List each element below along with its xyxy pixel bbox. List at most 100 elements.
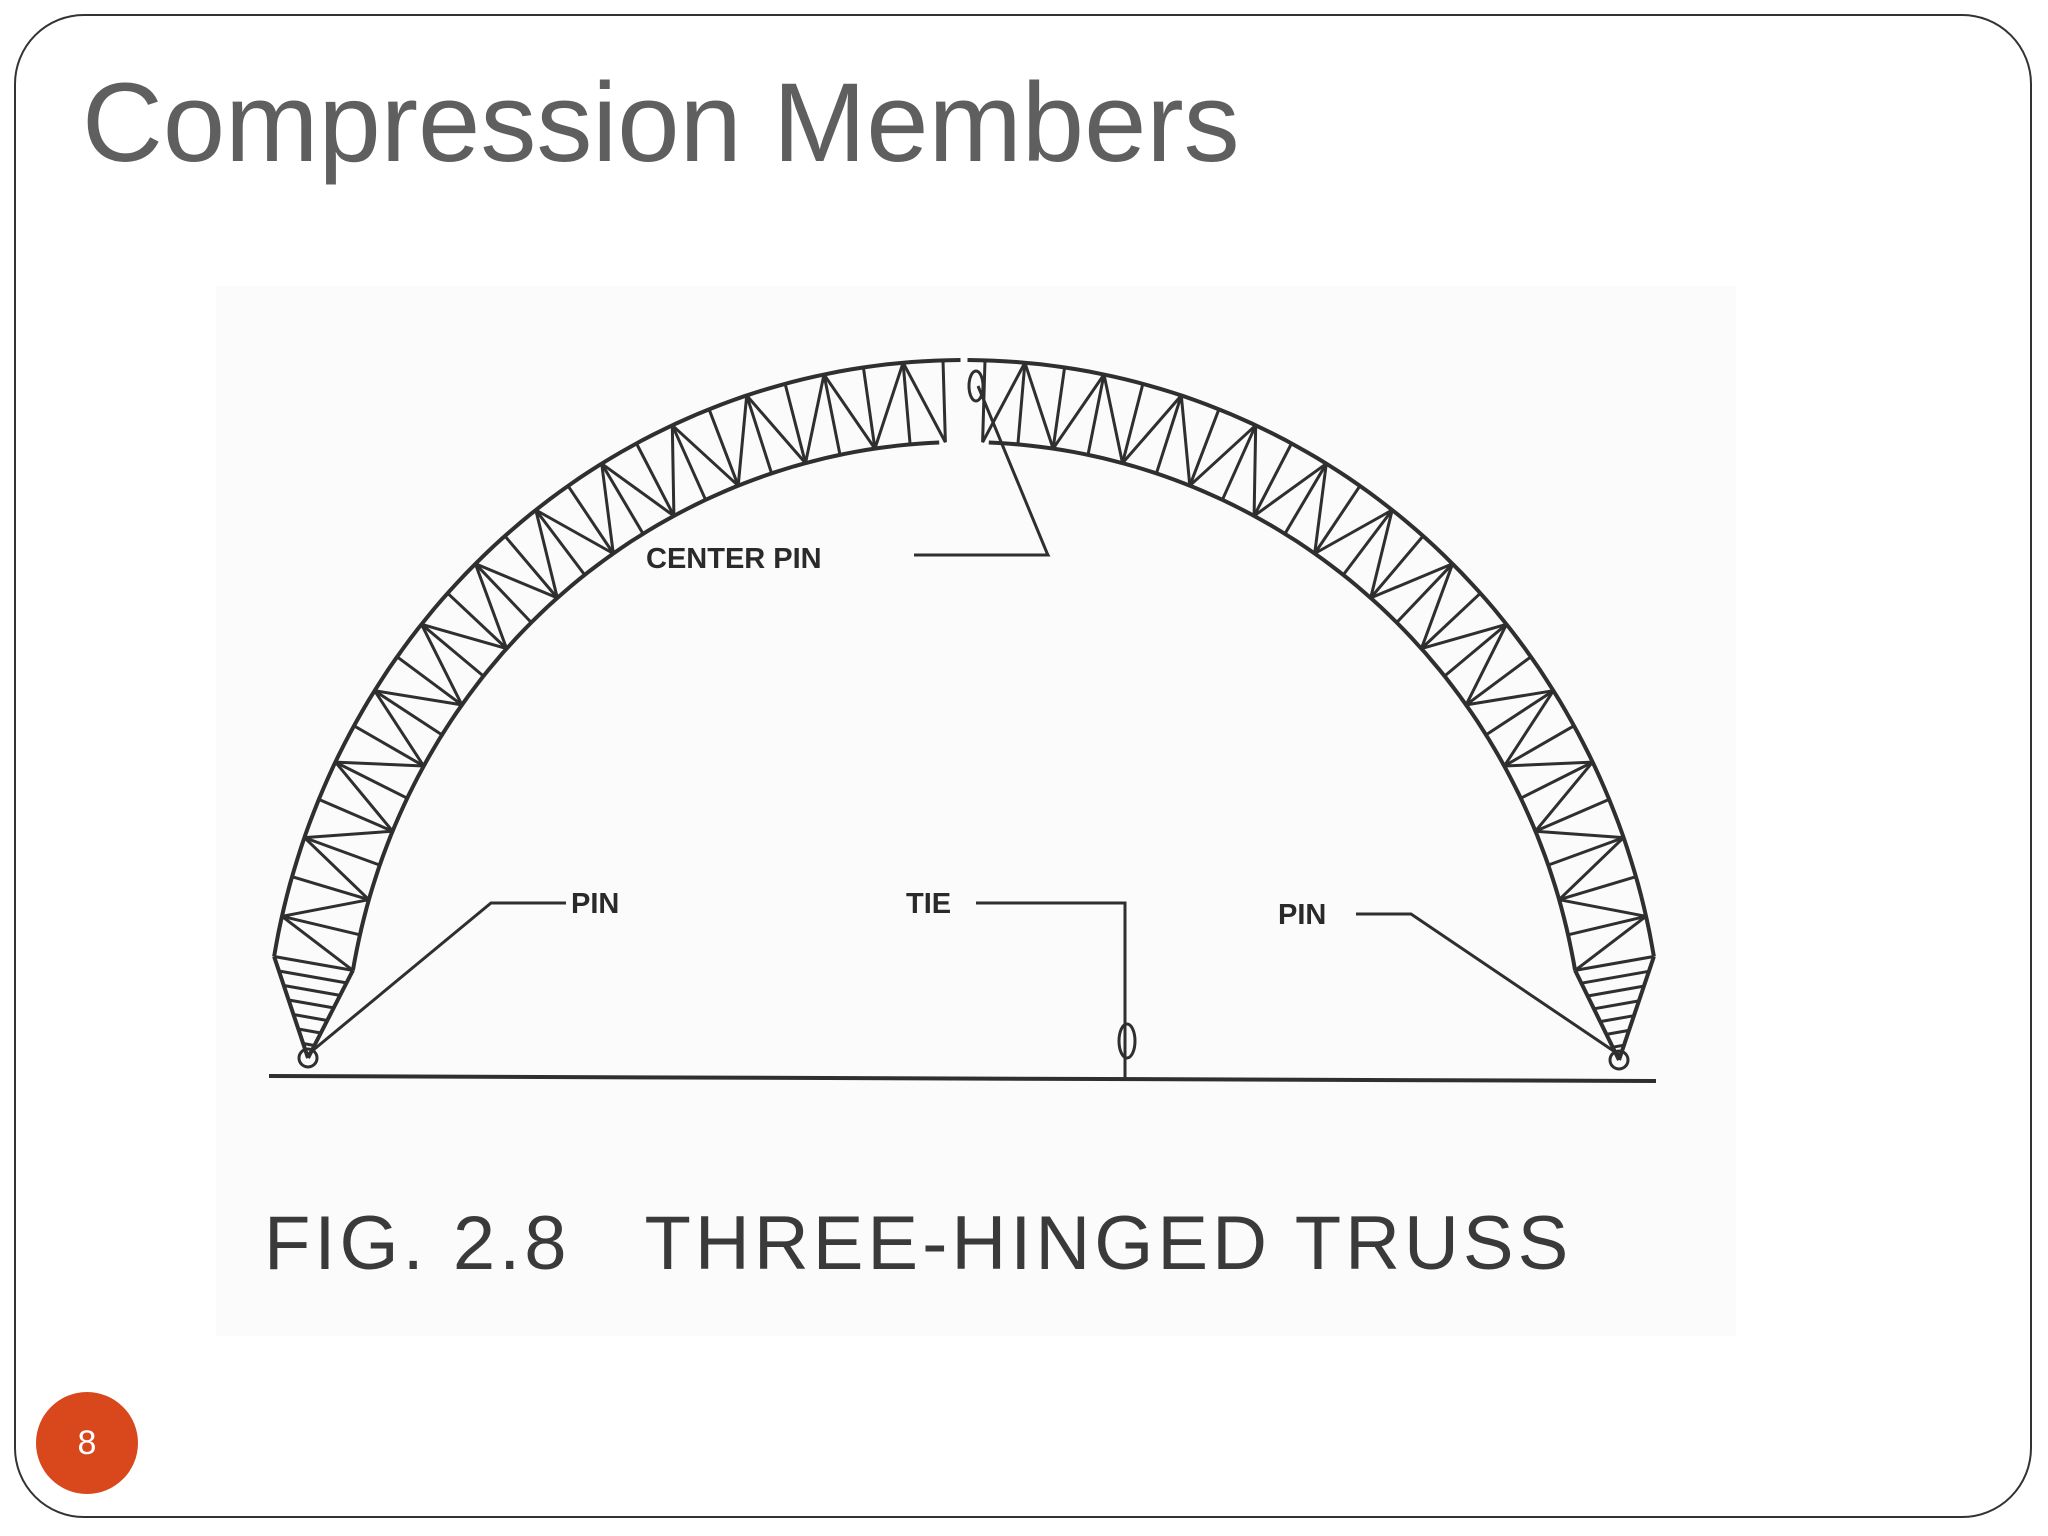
left-diagonal [745,394,807,465]
left-pin [297,1047,319,1069]
left-vertical [303,836,381,867]
right-diagonal [1252,425,1258,516]
slide: Compression Members CENTER PIN PIN TIE P… [14,14,2032,1518]
left-vertical [534,509,586,576]
right-leg-web [1593,999,1640,1011]
left-pin-label: PIN [571,888,619,920]
right-vertical [1154,395,1183,474]
truss-chords [272,358,1656,1061]
right-vertical [1121,383,1145,464]
right-vertical [1221,424,1258,501]
tie-label: TIE [906,888,951,920]
right-diagonal [1574,915,1647,972]
right-vertical [1567,914,1647,937]
left-diagonal [736,395,749,486]
right-diagonal [1370,562,1454,600]
right-diagonal [1464,623,1508,706]
left-vertical [600,462,645,535]
right-diagonal [1023,362,1055,450]
figure-caption: FIG. 2.8 THREE-HINGED TRUSS [264,1201,1572,1286]
left-diagonal [281,898,370,918]
right-vertical [1188,408,1221,487]
truss-web [273,360,1655,1049]
left-vertical [635,442,676,517]
left-vertical [474,562,533,624]
right-diagonal [1558,836,1625,901]
left-vertical [901,362,912,445]
right-vertical [1051,367,1067,449]
right-vertical [1465,655,1532,707]
left-diagonal [420,623,464,706]
right-vertical [1369,535,1425,599]
right-leg-web [1606,1028,1630,1036]
right-diagonal [1558,898,1647,918]
left-diagonal [473,563,509,650]
right-vertical [1283,462,1328,535]
right-leg-web [1587,984,1645,998]
right-inner-chord [988,440,1578,971]
right-vertical [1503,724,1575,768]
left-diagonal [534,509,559,599]
left-diagonal [334,761,394,833]
right-vertical [1558,875,1637,902]
left-leg-inner [306,969,355,1059]
left-vertical [783,383,807,464]
right-vertical [1395,562,1454,624]
slide-number-badge: 8 [36,1392,138,1494]
left-vertical [861,367,877,449]
left-vertical [707,408,740,487]
right-vertical [1420,592,1482,650]
right-diagonal [1534,761,1594,833]
right-vertical [1342,509,1394,576]
right-diagonal [1051,373,1106,450]
right-pin [1608,1049,1630,1071]
left-vertical [420,623,485,678]
right-diagonal [1504,760,1593,768]
right-diagonal [1503,689,1555,767]
left-diagonal [474,562,558,600]
right-diagonal [1313,508,1393,555]
left-outer-chord [272,358,961,957]
left-leg-web [288,998,334,1010]
right-leg-inner [1573,969,1621,1061]
left-diagonal [901,361,947,444]
right-pin-label: PIN [1278,899,1326,931]
right-vertical [1534,798,1610,833]
left-diagonal [873,362,905,450]
left-diagonal [335,760,424,768]
right-vertical [1252,442,1293,517]
left-vertical [273,955,354,972]
right-diagonal [1420,622,1507,651]
left-diagonal [670,425,676,516]
center-pin-label: CENTER PIN [646,543,822,575]
figure-background [216,286,1736,1336]
right-leg-outer [1617,955,1656,1061]
right-leg-web [1599,1014,1635,1024]
left-diagonal [374,689,463,707]
right-diagonal [1465,689,1554,707]
left-leg-web [298,1027,322,1035]
left-diagonal [822,373,877,450]
tie-rod [268,1074,1657,1083]
right-diagonal [1535,829,1624,840]
left-vertical [446,592,508,650]
tie-turnbuckle [1117,1022,1137,1060]
right-diagonal [1419,563,1455,650]
right-diagonal [1102,374,1124,464]
left-diagonal [373,689,425,767]
center-pin-leader [914,385,1051,557]
center-pin [967,369,985,403]
left-vertical [745,395,774,474]
right-diagonal [981,361,1027,444]
left-vertical [670,424,707,501]
left-vertical [334,760,408,800]
right-diagonal [1369,509,1394,599]
right-vertical [1086,374,1106,456]
left-diagonal [600,462,675,518]
left-vertical [353,724,425,768]
right-vertical [1313,485,1362,555]
right-outer-chord [967,358,1656,957]
left-inner-chord [350,440,940,971]
left-vertical [566,485,615,555]
left-vertical [281,914,361,937]
